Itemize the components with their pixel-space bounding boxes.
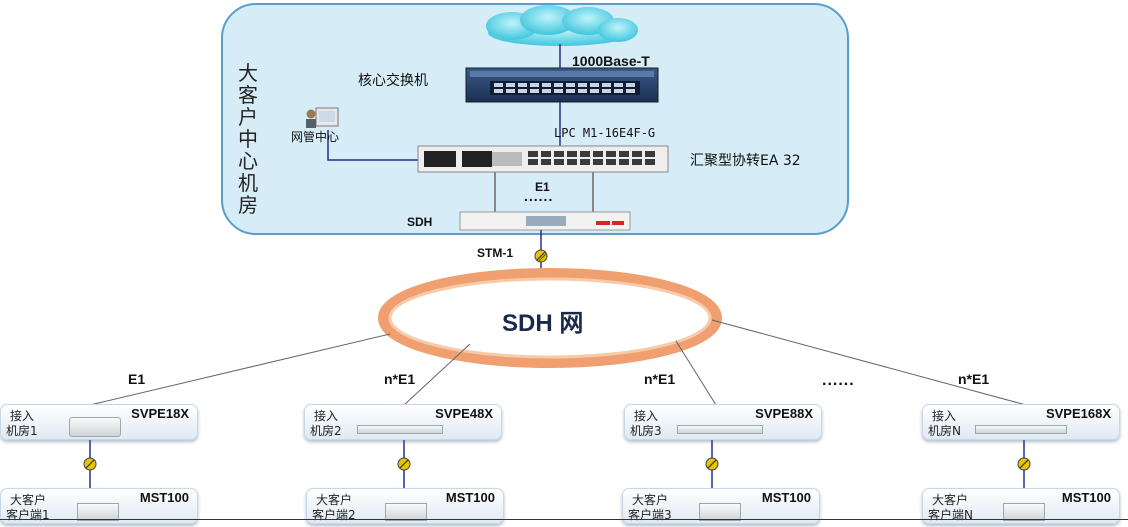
center-room-panel <box>221 3 849 235</box>
access-device-icon <box>69 417 121 437</box>
client-box-1: 大客户 客户端1 MST100 <box>0 488 198 524</box>
core-switch-label: 核心交换机 <box>358 73 428 89</box>
access-room-box-4: 接入 机房N SVPE168X <box>922 404 1120 440</box>
branch-ellipsis: ...... <box>822 372 855 389</box>
client-line2: 客户端3 <box>628 508 672 522</box>
sdh-device-icon <box>459 211 631 231</box>
aggregator-label: 汇聚型协转EA 32 <box>690 153 801 169</box>
e1-dots: ...... <box>524 188 554 204</box>
switch-ports <box>494 83 635 93</box>
nms-label: 网管中心 <box>291 130 340 144</box>
sdh-ring <box>378 268 722 368</box>
center-room-label: 大客户中心机房 <box>238 61 258 217</box>
client-model: MST100 <box>761 490 811 505</box>
e1-label: E1 <box>535 180 550 194</box>
nms-computer-icon <box>306 107 339 128</box>
stm-label: STM-1 <box>477 246 513 260</box>
client-line2: 客户端N <box>928 508 973 522</box>
client-model: MST100 <box>139 490 189 505</box>
access-room-line2: 机房3 <box>630 424 662 438</box>
client-line1: 大客户 <box>632 493 669 507</box>
access-model: SVPE88X <box>755 406 813 421</box>
client-line1: 大客户 <box>10 493 47 507</box>
cloud-icon <box>486 5 638 46</box>
sdh-label: SDH <box>407 215 433 229</box>
access-room-box-2: 接入 机房2 SVPE48X <box>304 404 502 440</box>
client-line2: 客户端2 <box>312 508 356 522</box>
access-model: SVPE18X <box>131 406 189 421</box>
uplink-label: 1000Base-T <box>572 53 650 69</box>
access-room-box-3: 接入 机房3 SVPE88X <box>624 404 822 440</box>
client-box-3: 大客户 客户端3 MST100 <box>622 488 820 524</box>
access-device-icon <box>975 425 1067 434</box>
branch-links <box>83 438 1031 488</box>
ring-label: SDH 网 <box>502 310 584 337</box>
access-device-icon <box>357 425 443 434</box>
access-room-box-1: 接入 机房1 SVPE18X <box>0 404 198 440</box>
link-model-label: LPC M1-16E4F-G <box>554 126 656 140</box>
access-room-line2: 机房1 <box>6 424 38 438</box>
client-model: MST100 <box>1061 490 1111 505</box>
bottom-rule <box>0 519 1128 520</box>
client-device-icon <box>1003 503 1045 521</box>
access-device-icon <box>677 425 763 434</box>
client-line2: 客户端1 <box>6 508 50 522</box>
branch-link-label-4: n*E1 <box>958 371 990 387</box>
access-model: SVPE48X <box>435 406 493 421</box>
access-room-line2: 机房N <box>928 424 961 438</box>
access-room-line1: 接入 <box>10 409 35 423</box>
access-model: SVPE168X <box>1045 406 1111 421</box>
client-line1: 大客户 <box>932 493 969 507</box>
branch-link-label-1: E1 <box>128 371 146 387</box>
client-box-2: 大客户 客户端2 MST100 <box>306 488 504 524</box>
branch-link-label-2: n*E1 <box>384 371 416 387</box>
access-room-line1: 接入 <box>634 409 659 423</box>
stm-coupler-icon <box>534 249 548 263</box>
branch-link-label-3: n*E1 <box>644 371 676 387</box>
client-line1: 大客户 <box>316 493 353 507</box>
client-device-icon <box>77 503 119 521</box>
client-box-4: 大客户 客户端N MST100 <box>922 488 1120 524</box>
client-model: MST100 <box>445 490 495 505</box>
client-device-icon <box>699 503 741 521</box>
aggregator-ports <box>528 151 655 165</box>
client-device-icon <box>385 503 427 521</box>
access-room-line1: 接入 <box>932 409 957 423</box>
access-room-line1: 接入 <box>314 409 339 423</box>
access-room-line2: 机房2 <box>310 424 342 438</box>
